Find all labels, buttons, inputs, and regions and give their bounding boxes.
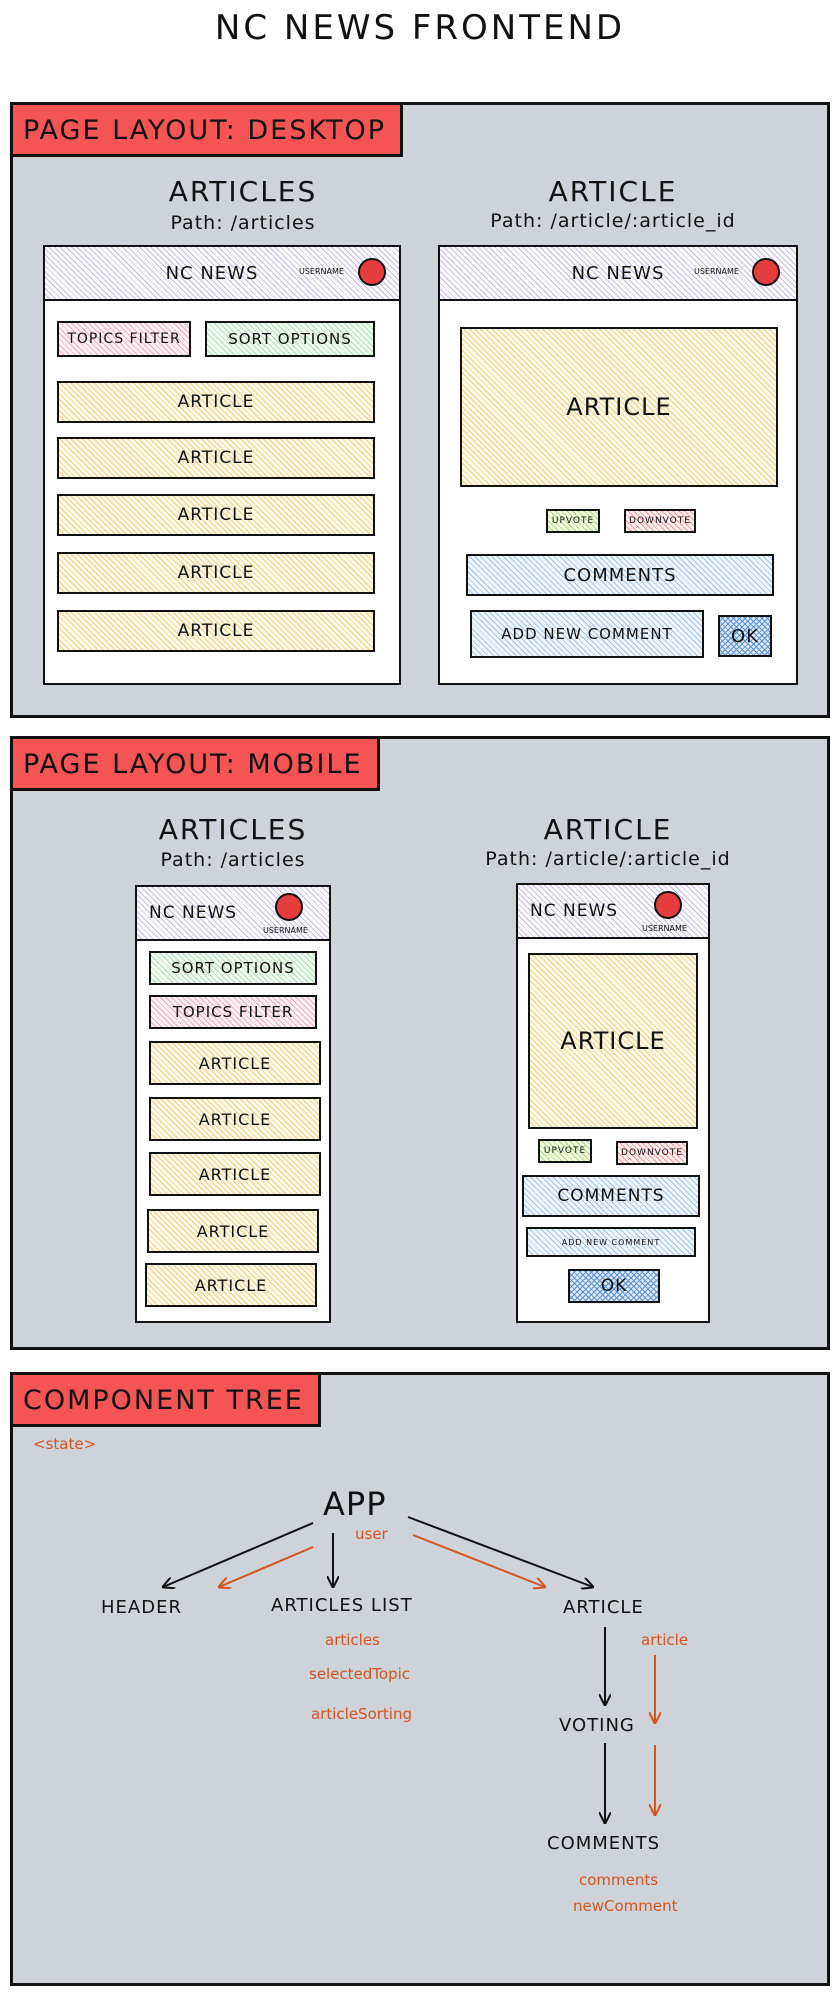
desktop-article-title: ARTICLE (548, 175, 678, 208)
desktop-articles-header: NC NEWS (43, 245, 401, 301)
user-avatar[interactable] (752, 258, 780, 286)
ok-button[interactable]: OK (568, 1269, 660, 1303)
mobile-layout-panel: PAGE LAYOUT: MOBILE ARTICLES Path: /arti… (10, 736, 830, 1350)
header-brand[interactable]: NC NEWS (165, 262, 259, 284)
desktop-article-header: NC NEWS (438, 245, 798, 301)
downvote-button[interactable]: DOWNVOTE (616, 1141, 688, 1165)
article-item[interactable]: ARTICLE (145, 1263, 317, 1307)
tree-node-voting: VOTING (559, 1715, 635, 1736)
username-label: USERNAME (694, 267, 739, 276)
page-title: NC NEWS FRONTEND (214, 8, 626, 48)
article-item[interactable]: ARTICLE (149, 1041, 321, 1085)
user-avatar[interactable] (654, 891, 682, 919)
state-arrow-to-article (412, 1534, 545, 1587)
state-legend: <state> (33, 1435, 97, 1453)
mobile-article-title: ARTICLE (543, 813, 673, 846)
article-item[interactable]: ARTICLE (57, 610, 375, 652)
arrow-app-to-article (407, 1516, 593, 1587)
desktop-article-wireframe: NC NEWS USERNAME ARTICLE UPVOTE DOWNVOTE… (438, 245, 798, 685)
article-item[interactable]: ARTICLE (149, 1152, 321, 1196)
desktop-article-path: Path: /article/:article_id (490, 210, 736, 232)
upvote-button[interactable]: UPVOTE (546, 509, 600, 533)
component-tree-arrows (13, 1516, 827, 1983)
mobile-article-wireframe: NC NEWS USERNAME ARTICLE UPVOTE DOWNVOTE… (516, 883, 710, 1323)
mobile-articles-path: Path: /articles (160, 849, 306, 871)
user-avatar[interactable] (275, 893, 303, 921)
article-item[interactable]: ARTICLE (57, 381, 375, 423)
mobile-articles-title: ARTICLES (158, 813, 308, 846)
username-label: USERNAME (642, 924, 687, 933)
article-state: article (641, 1631, 689, 1649)
upvote-button[interactable]: UPVOTE (538, 1139, 592, 1163)
component-tree-label: COMPONENT TREE (13, 1375, 321, 1427)
add-comment-input[interactable]: ADD NEW COMMENT (526, 1227, 696, 1257)
add-comment-input[interactable]: ADD NEW COMMENT (470, 610, 704, 658)
sort-options-button[interactable]: SORT OPTIONS (149, 951, 317, 985)
header-brand[interactable]: NC NEWS (149, 903, 238, 923)
state-arrow-to-header (219, 1546, 314, 1587)
article-item[interactable]: ARTICLE (149, 1097, 321, 1141)
desktop-articles-title: ARTICLES (168, 175, 318, 208)
tree-node-article: ARTICLE (563, 1597, 644, 1618)
ok-button[interactable]: OK (718, 615, 772, 657)
sort-options-button[interactable]: SORT OPTIONS (205, 321, 375, 357)
arrow-app-to-header (163, 1522, 314, 1587)
mobile-articles-wireframe: NC NEWS USERNAME SORT OPTIONS TOPICS FIL… (135, 885, 331, 1323)
desktop-articles-wireframe: NC NEWS USERNAME TOPICS FILTER SORT OPTI… (43, 245, 401, 685)
comments-state: newComment (573, 1897, 678, 1915)
user-avatar[interactable] (358, 258, 386, 286)
tree-node-articles-list: ARTICLES LIST (271, 1595, 413, 1616)
header-brand[interactable]: NC NEWS (530, 901, 619, 921)
username-label: USERNAME (263, 926, 308, 935)
articles-list-state: articles (325, 1631, 380, 1649)
article-content: ARTICLE (528, 953, 698, 1129)
tree-node-app: APP (323, 1485, 387, 1523)
article-item[interactable]: ARTICLE (57, 494, 375, 536)
desktop-layout-label: PAGE LAYOUT: DESKTOP (13, 105, 404, 157)
tree-node-comments: COMMENTS (547, 1833, 661, 1854)
article-item[interactable]: ARTICLE (57, 552, 375, 594)
comments-state: comments (579, 1871, 659, 1889)
article-content: ARTICLE (460, 327, 778, 487)
mobile-layout-label: PAGE LAYOUT: MOBILE (13, 739, 380, 791)
desktop-layout-panel: PAGE LAYOUT: DESKTOP ARTICLES Path: /art… (10, 102, 830, 718)
comments-section[interactable]: COMMENTS (466, 554, 774, 596)
article-item[interactable]: ARTICLE (57, 437, 375, 479)
desktop-articles-path: Path: /articles (170, 212, 316, 234)
article-item[interactable]: ARTICLE (147, 1209, 319, 1253)
topics-filter-button[interactable]: TOPICS FILTER (149, 995, 317, 1029)
articles-list-state: articleSorting (311, 1705, 412, 1723)
tree-node-header: HEADER (101, 1597, 182, 1618)
app-state-user: user (355, 1525, 388, 1543)
component-tree-panel: COMPONENT TREE <state> APP user HEADER A… (10, 1372, 830, 1986)
comments-section[interactable]: COMMENTS (522, 1175, 700, 1217)
topics-filter-button[interactable]: TOPICS FILTER (57, 321, 191, 357)
header-brand[interactable]: NC NEWS (571, 262, 665, 284)
downvote-button[interactable]: DOWNVOTE (624, 509, 696, 533)
articles-list-state: selectedTopic (309, 1665, 411, 1683)
mobile-article-path: Path: /article/:article_id (485, 848, 731, 870)
username-label: USERNAME (299, 267, 344, 276)
